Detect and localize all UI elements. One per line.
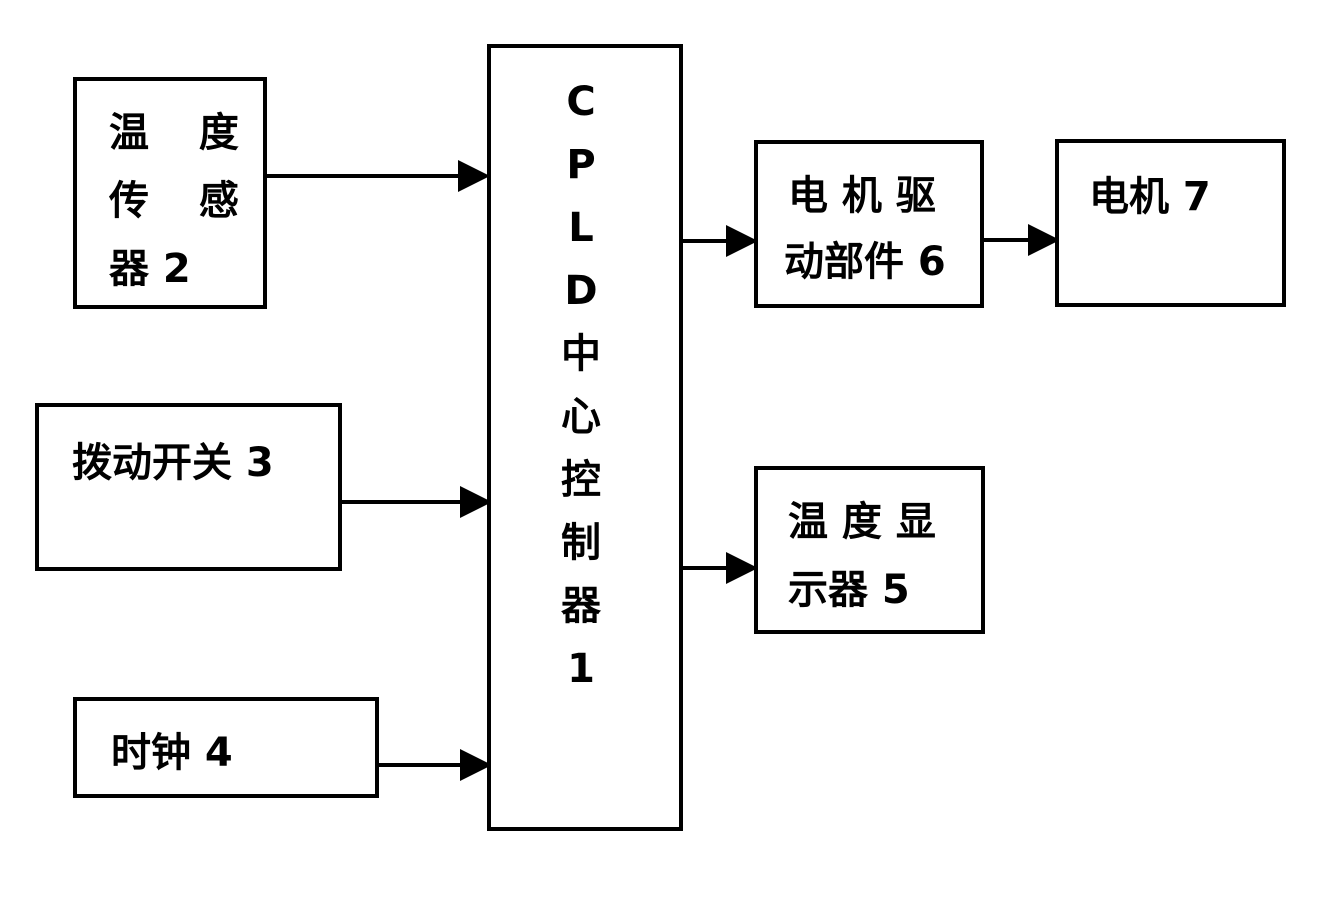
temp-display-block: 温 度 显 示器 5 — [754, 466, 985, 634]
cpld-char: 中 — [561, 331, 601, 377]
cpld-char: D — [564, 268, 598, 314]
cpld-char: 制 — [561, 520, 601, 566]
motor-label: 电机 7 — [1089, 174, 1211, 220]
clock-block: 时钟 4 — [73, 697, 379, 798]
temp-sensor-block: 温 度 传 感 器 2 — [73, 77, 267, 309]
clock-label: 时钟 4 — [111, 730, 233, 776]
temp-sensor-label-line3: 器 2 — [109, 246, 191, 292]
motor-driver-label-line1: 电 机 驱 — [788, 173, 936, 219]
cpld-char: P — [566, 142, 596, 188]
motor-block: 电机 7 — [1055, 139, 1286, 307]
cpld-char: 心 — [561, 394, 601, 440]
cpld-vertical-label: C P L D 中 心 控 制 器 1 — [551, 82, 611, 712]
cpld-char: 控 — [561, 457, 601, 503]
cpld-char: 1 — [567, 646, 595, 692]
cpld-char: C — [566, 79, 596, 125]
motor-driver-label-line2: 动部件 6 — [784, 239, 946, 285]
cpld-char: L — [568, 205, 594, 251]
temp-display-label-line2: 示器 5 — [788, 567, 910, 613]
dip-switch-label: 拨动开关 3 — [72, 440, 274, 486]
temp-sensor-label-line1: 温 度 — [109, 110, 257, 156]
cpld-controller-block: C P L D 中 心 控 制 器 1 — [487, 44, 683, 831]
cpld-char: 器 — [561, 583, 601, 629]
temp-sensor-label-line2: 传 感 — [109, 178, 257, 224]
dip-switch-block: 拨动开关 3 — [35, 403, 342, 571]
motor-driver-block: 电 机 驱 动部件 6 — [754, 140, 984, 308]
temp-display-label-line1: 温 度 显 — [788, 499, 936, 545]
